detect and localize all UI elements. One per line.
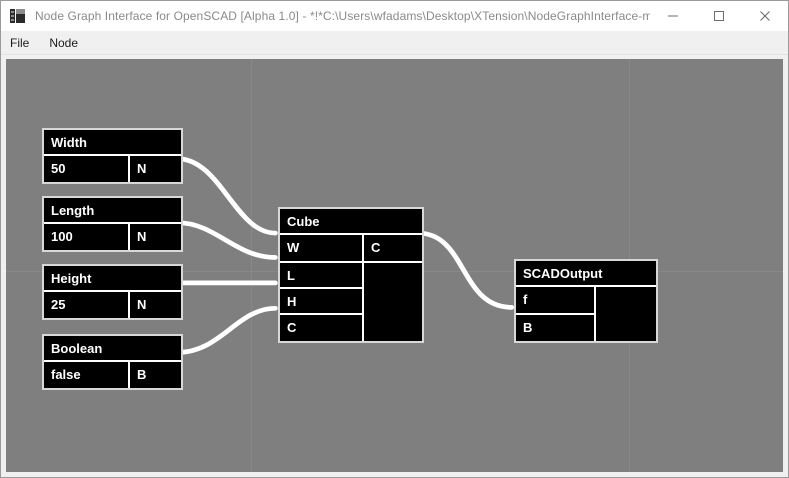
node-output-column [594,287,656,341]
node-port-in-l[interactable]: L [280,261,362,287]
node-value-cell[interactable]: 100 [44,224,128,250]
node-port-in-f[interactable]: f [516,287,594,313]
edge-cube-to-scadoutput [415,230,515,310]
node-input-column: 100 [44,224,128,250]
node-width[interactable]: Width 50 N [42,128,183,184]
node-title: Width [44,130,181,156]
menu-bar: File Node [1,31,788,55]
node-body: false B [44,362,181,388]
node-port-out[interactable]: N [130,224,181,250]
node-port-in-b[interactable]: B [516,313,594,339]
app-icon [10,8,26,24]
node-port-in-c[interactable]: C [280,313,362,339]
node-graph-canvas[interactable]: Width 50 N Length 100 [6,59,783,472]
node-boolean[interactable]: Boolean false B [42,334,183,390]
connection-edges [175,156,515,355]
node-body: W L H C C [280,235,422,341]
node-title: Height [44,266,181,292]
window-controls [650,1,788,31]
node-port-out[interactable]: B [130,362,181,388]
close-icon[interactable] [742,1,788,31]
node-port-in-h[interactable]: H [280,287,362,313]
node-length[interactable]: Length 100 N [42,196,183,252]
node-title: Length [44,198,181,224]
menu-item-file[interactable]: File [10,35,30,50]
node-title: SCADOutput [516,261,656,287]
node-scadoutput[interactable]: SCADOutput f B [514,259,658,343]
node-output-filler [364,261,422,341]
node-port-out[interactable]: N [130,292,181,318]
menu-item-node[interactable]: Node [49,35,79,50]
title-bar[interactable]: Node Graph Interface for OpenSCAD [Alpha… [1,1,788,31]
edge-width-to-cube [175,156,278,236]
node-value-cell[interactable]: 25 [44,292,128,318]
node-output-column: B [128,362,181,388]
node-output-column: C [362,235,422,341]
node-input-column: W L H C [280,235,362,341]
maximize-icon[interactable] [696,1,742,31]
node-height[interactable]: Height 25 N [42,264,183,320]
node-output-column: N [128,156,181,182]
node-input-column: false [44,362,128,388]
node-value-cell[interactable]: false [44,362,128,388]
node-body: f B [516,287,656,341]
minimize-icon[interactable] [650,1,696,31]
node-output-column: N [128,292,181,318]
node-port-out-c[interactable]: C [364,235,422,261]
node-value-cell[interactable]: 50 [44,156,128,182]
node-input-column: f B [516,287,594,341]
window-title: Node Graph Interface for OpenSCAD [Alpha… [35,9,650,23]
node-title: Cube [280,209,422,235]
node-input-column: 50 [44,156,128,182]
edge-length-to-cube [175,220,278,260]
node-cube[interactable]: Cube W L H C C [278,207,424,343]
node-body: 50 N [44,156,181,182]
node-title: Boolean [44,336,181,362]
node-port-in-w[interactable]: W [280,235,362,261]
canvas-container: Width 50 N Length 100 [1,55,788,477]
node-port-out[interactable]: N [130,156,181,182]
gridline-vertical [251,59,252,472]
node-output-column: N [128,224,181,250]
node-body: 25 N [44,292,181,318]
node-body: 100 N [44,224,181,250]
edge-boolean-to-cube [175,305,278,355]
node-input-column: 25 [44,292,128,318]
node-output-filler [596,287,656,341]
